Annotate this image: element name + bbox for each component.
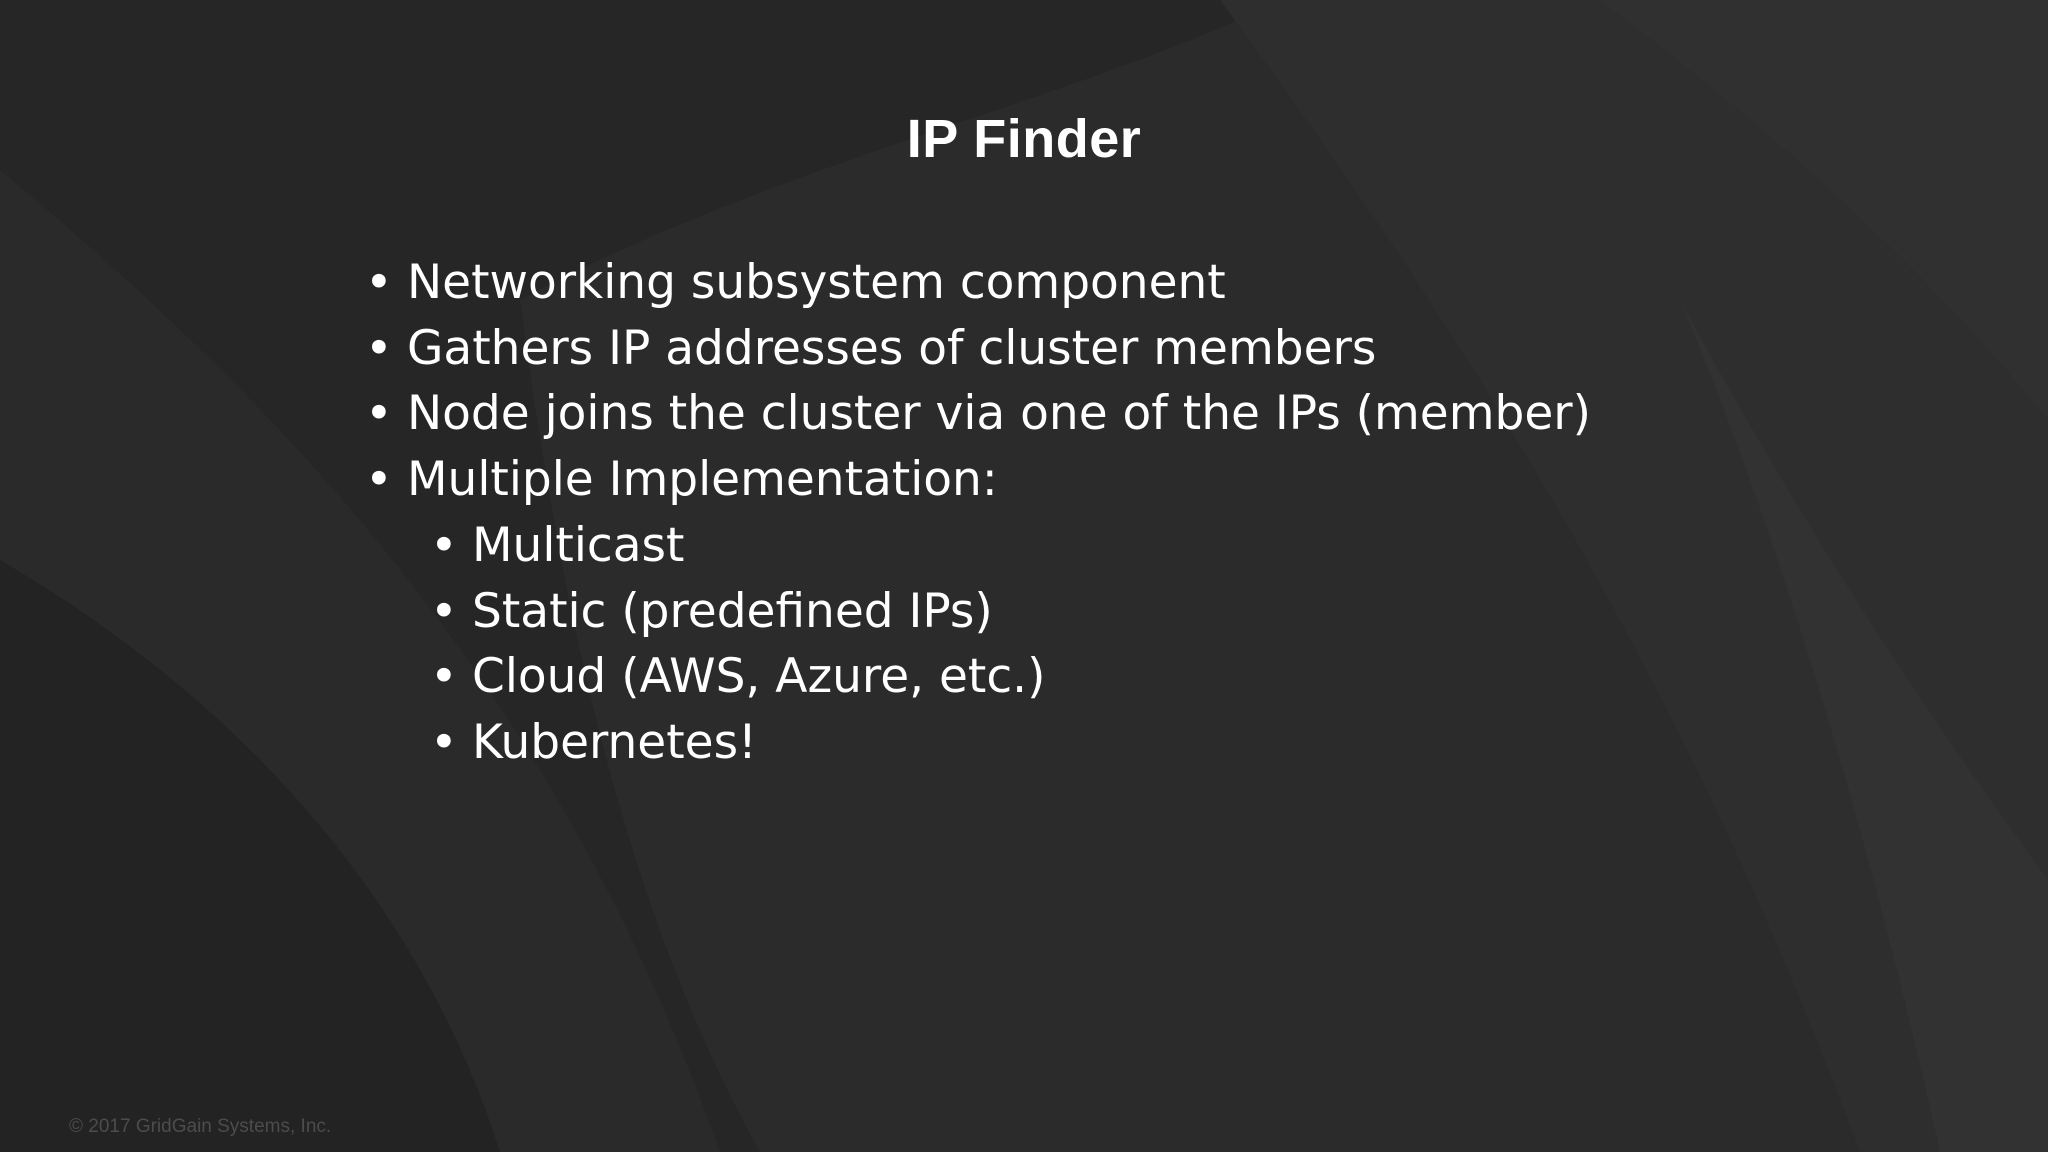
- sub-bullet-text: Multicast: [472, 517, 685, 573]
- sub-bullet-text: Cloud (AWS, Azure, etc.): [472, 649, 1046, 705]
- bullet-item: • Multiple Implementation:: [365, 447, 1591, 513]
- bullet-dot-icon: •: [430, 583, 458, 639]
- bullet-text: Networking subsystem component: [407, 255, 1226, 310]
- bullet-dot-icon: •: [365, 320, 393, 376]
- sub-bullet-item: • Static (predefined IPs): [430, 579, 1591, 645]
- bullet-dot-icon: •: [365, 255, 393, 310]
- bullet-dot-icon: •: [365, 452, 393, 508]
- bullet-item: • Node joins the cluster via one of the …: [365, 381, 1591, 447]
- bullet-text: Multiple Implementation:: [407, 452, 998, 508]
- bullet-dot-icon: •: [430, 649, 458, 705]
- bullet-dot-icon: •: [430, 714, 458, 770]
- bullet-item: • Networking subsystem component: [365, 250, 1591, 316]
- sub-bullet-text: Static (predefined IPs): [472, 583, 993, 639]
- slide-title: IP Finder: [906, 109, 1142, 169]
- bullet-list: • Networking subsystem component • Gathe…: [365, 250, 1591, 776]
- bullet-item: • Gathers IP addresses of cluster member…: [365, 316, 1591, 382]
- bullet-text: Node joins the cluster via one of the IP…: [407, 386, 1591, 442]
- sub-bullet-item: • Kubernetes!: [430, 710, 1591, 776]
- sub-bullet-item: • Multicast: [430, 513, 1591, 579]
- bullet-text: Gathers IP addresses of cluster members: [407, 320, 1377, 376]
- copyright-footer: © 2017 GridGain Systems, Inc.: [69, 1116, 332, 1137]
- bullet-dot-icon: •: [430, 517, 458, 573]
- sub-bullet-item: • Cloud (AWS, Azure, etc.): [430, 644, 1591, 710]
- sub-bullet-text: Kubernetes!: [472, 714, 757, 770]
- bullet-dot-icon: •: [365, 386, 393, 442]
